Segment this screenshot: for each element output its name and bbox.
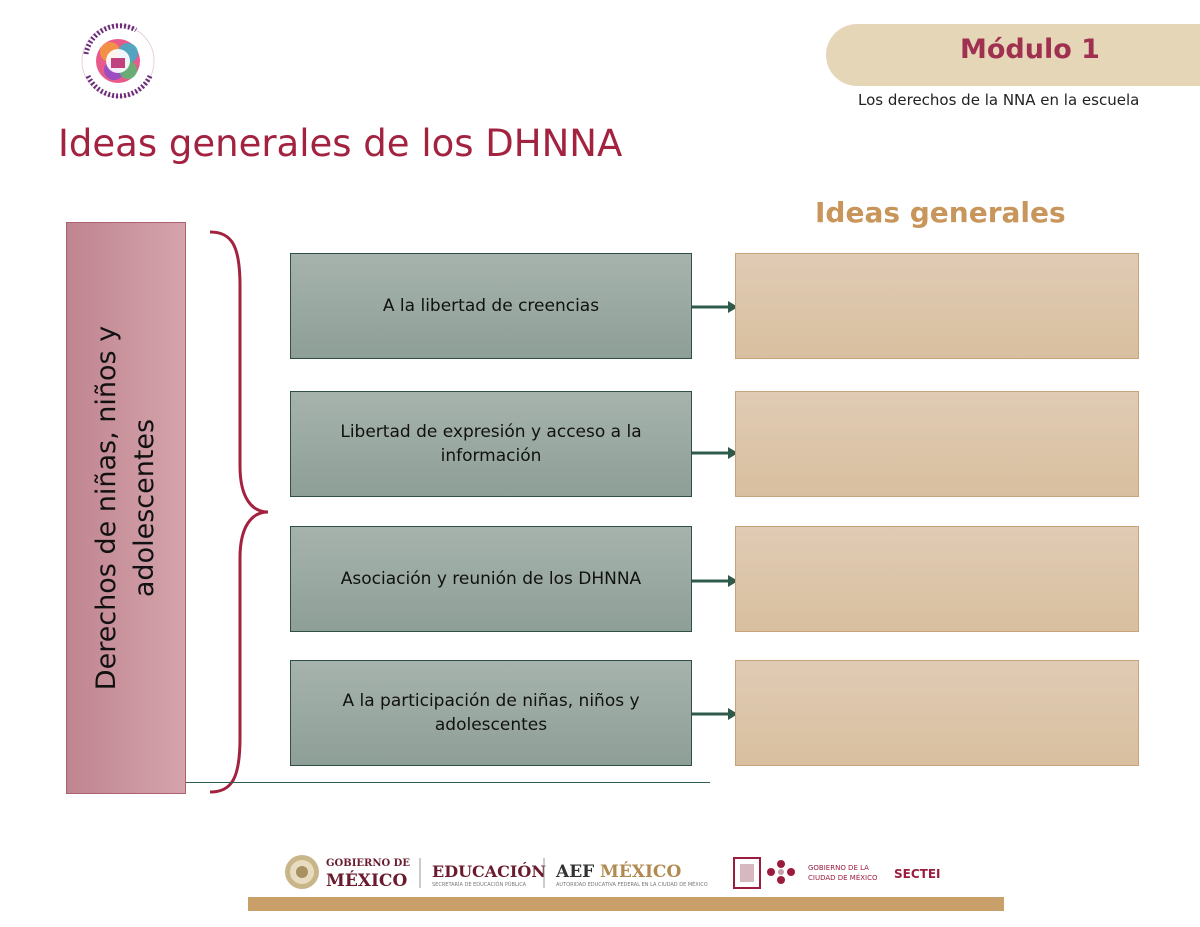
sectei-logo: SECTEI xyxy=(894,867,941,881)
rights-category-panel: Derechos de niñas, niños y adolescentes xyxy=(66,222,186,794)
ideas-heading: Ideas generales xyxy=(815,196,1066,229)
cdmx-line2: CIUDAD DE MÉXICO xyxy=(808,873,878,882)
aef-mexico-logo: MÉXICO xyxy=(600,861,681,882)
right-box-expresion: Libertad de expresión y acceso a la info… xyxy=(290,391,692,497)
arrow-right-icon xyxy=(692,301,738,313)
right-box-label: Libertad de expresión y acceso a la info… xyxy=(340,422,642,466)
educacion-sub: SECRETARÍA DE EDUCACIÓN PÚBLICA xyxy=(432,881,527,888)
idea-box-creencias[interactable] xyxy=(735,253,1139,359)
aef-sub: AUTORIDAD EDUCATIVA FEDERAL EN LA CIUDAD… xyxy=(556,880,708,888)
right-box-participacion: A la participación de niñas, niños y ado… xyxy=(290,660,692,766)
module-subtitle: Los derechos de la NNA en la escuela xyxy=(858,91,1140,109)
right-box-label: A la libertad de creencias xyxy=(382,296,600,316)
right-box-creencias: A la libertad de creencias xyxy=(290,253,692,359)
page-title: Ideas generales de los DHNNA xyxy=(58,122,623,165)
footer-bar xyxy=(248,897,1004,911)
arrow-right-icon xyxy=(692,447,738,459)
dhnna-logo xyxy=(74,20,162,100)
gobierno-mexico-line1: GOBIERNO DE xyxy=(326,858,410,869)
gobierno-mexico-line2: MÉXICO xyxy=(326,870,407,891)
aef-logo: AEF xyxy=(555,862,594,882)
cdmx-logo-icon xyxy=(767,860,795,884)
arrow-right-icon xyxy=(692,708,738,720)
cdmx-line1: GOBIERNO DE LA xyxy=(808,864,869,872)
module-pill xyxy=(826,24,1200,86)
footer-logos: GOBIERNO DE MÉXICO EDUCACIÓN SECRETARÍA … xyxy=(282,850,962,896)
mexico-seal-icon xyxy=(285,855,319,889)
rights-category-label: Derechos de niñas, niños y adolescentes xyxy=(91,325,160,691)
right-box-label: A la participación de niñas, niños y ado… xyxy=(342,691,640,735)
module-title: Módulo 1 xyxy=(960,34,1100,65)
curly-brace-icon xyxy=(200,226,280,798)
right-box-label: Asociación y reunión de los DHNNA xyxy=(340,569,642,589)
educacion-logo: EDUCACIÓN xyxy=(432,861,546,881)
idea-box-asociacion[interactable] xyxy=(735,526,1139,632)
idea-box-expresion[interactable] xyxy=(735,391,1139,497)
idea-box-participacion[interactable] xyxy=(735,660,1139,766)
divider-line xyxy=(186,782,710,783)
arrow-right-icon xyxy=(692,575,738,587)
cdmx-seal-icon xyxy=(733,857,761,889)
right-box-asociacion: Asociación y reunión de los DHNNA xyxy=(290,526,692,632)
